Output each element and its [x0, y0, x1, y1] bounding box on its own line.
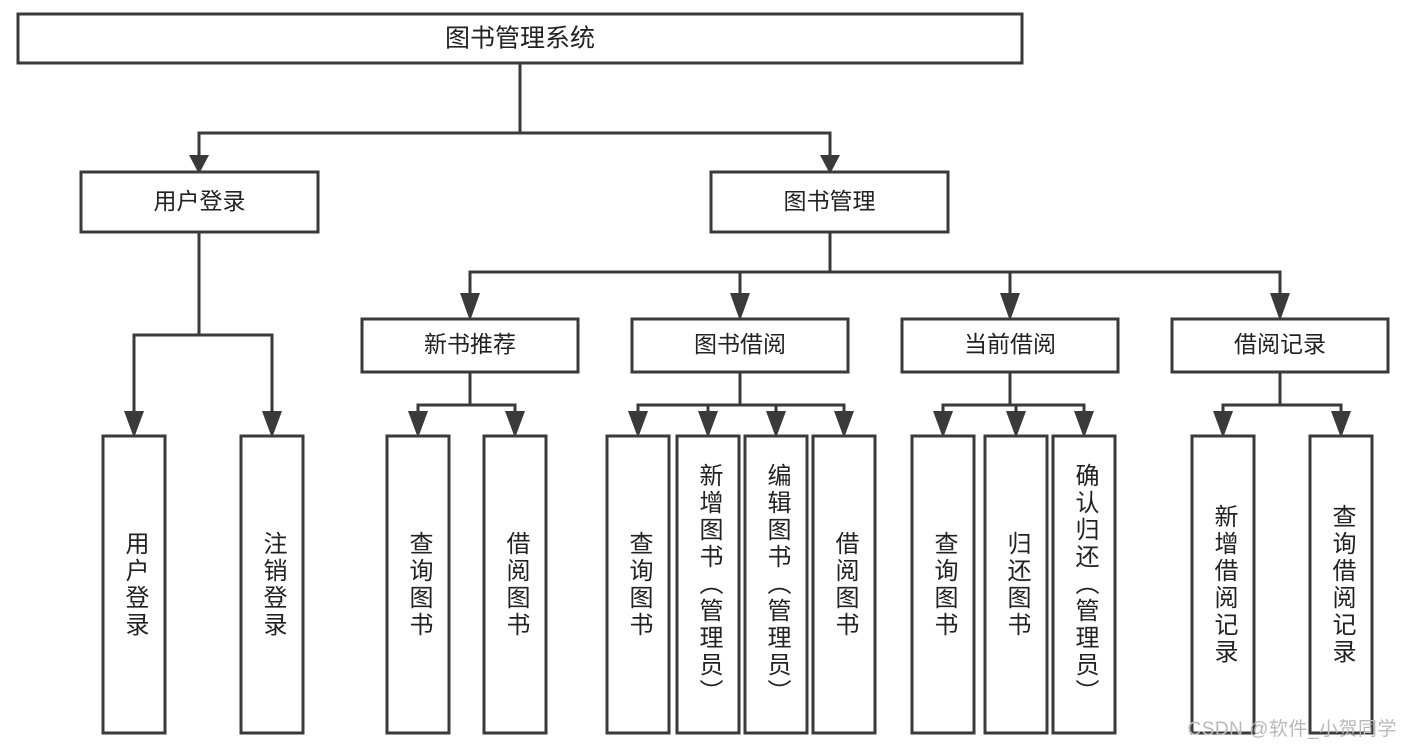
leaf-borrow-book-1-box[interactable]	[482, 434, 548, 735]
node-new-book-recommend-label: 新书推荐	[424, 331, 516, 357]
node-current-borrow-label: 当前借阅	[964, 331, 1056, 357]
connector-bookmanage-bus	[468, 230, 1282, 298]
arrowhead-book-borrow	[730, 293, 750, 321]
node-new-book-recommend-box[interactable]	[360, 317, 580, 374]
connector-bookborrow-bus	[636, 370, 846, 416]
leaf-edit-book-box[interactable]	[743, 434, 809, 735]
node-new-book-recommend[interactable]: 新书推荐	[360, 317, 580, 374]
arrowhead-leaf-logout	[262, 411, 282, 438]
node-borrow-record-label: 借阅记录	[1234, 331, 1326, 357]
arrowhead-leaf-query-record	[1331, 411, 1351, 438]
node-user-login-box[interactable]	[79, 170, 320, 234]
node-root-box[interactable]	[16, 12, 1024, 65]
watermark-text: CSDN @软件_小贺同学	[1187, 719, 1397, 740]
leaf-logout-box[interactable]	[239, 434, 305, 735]
node-borrow-record[interactable]: 借阅记录	[1170, 317, 1390, 374]
arrowhead-book-manage	[820, 155, 840, 174]
leaf-borrow-book-2-box[interactable]	[811, 434, 877, 735]
node-book-borrow[interactable]: 图书借阅	[630, 317, 850, 374]
node-current-borrow-box[interactable]	[900, 317, 1120, 374]
leaf-query-book-3-box[interactable]	[910, 434, 976, 735]
arrowhead-leaf-confirm-return	[1074, 411, 1094, 438]
leaf-box-layer	[101, 434, 1374, 735]
leaf-query-book-2-box[interactable]	[605, 434, 671, 735]
arrowhead-leaf-query-book-2	[628, 411, 648, 438]
node-book-manage-box[interactable]	[709, 170, 950, 234]
arrowhead-layer	[124, 155, 1351, 438]
node-current-borrow[interactable]: 当前借阅	[900, 317, 1120, 374]
node-user-login[interactable]: 用户登录	[79, 170, 320, 234]
arrowhead-user-login	[189, 155, 209, 174]
arrowhead-leaf-borrow-book-1	[505, 411, 525, 438]
connector-borrowrecord-bus	[1221, 370, 1343, 416]
arrowhead-new-book-recommend	[460, 293, 480, 321]
connector-root-bus	[197, 61, 832, 160]
node-root[interactable]: 图书管理系统	[16, 12, 1024, 65]
arrowhead-leaf-query-book-3	[933, 411, 953, 438]
node-book-manage[interactable]: 图书管理	[709, 170, 950, 234]
arrowhead-leaf-query-book-1	[408, 411, 428, 438]
node-book-borrow-label: 图书借阅	[694, 331, 786, 357]
connector-newbook-bus	[416, 370, 517, 416]
leaf-confirm-return-box[interactable]	[1051, 434, 1117, 735]
node-book-borrow-box[interactable]	[630, 317, 850, 374]
arrowhead-leaf-add-book	[698, 411, 718, 438]
arrowhead-borrow-record	[1270, 293, 1290, 321]
node-root-label: 图书管理系统	[445, 25, 595, 53]
node-book-manage-label: 图书管理	[784, 188, 876, 214]
node-user-login-label: 用户登录	[154, 188, 246, 214]
leaf-query-book-1-box[interactable]	[385, 434, 451, 735]
leaf-return-book-box[interactable]	[983, 434, 1049, 735]
leaf-add-record-box[interactable]	[1190, 434, 1256, 735]
arrowhead-leaf-edit-book	[766, 411, 786, 438]
arrowhead-leaf-return-book	[1006, 411, 1026, 438]
node-borrow-record-box[interactable]	[1170, 317, 1390, 374]
arrowhead-leaf-user-login	[124, 411, 144, 438]
leaf-add-book-box[interactable]	[675, 434, 741, 735]
leaf-query-record-box[interactable]	[1308, 434, 1374, 735]
connector-layer	[132, 61, 1343, 416]
connector-userlogin-bus	[132, 230, 274, 416]
connector-currentborrow-bus	[941, 370, 1086, 416]
arrowhead-current-borrow	[1000, 293, 1020, 321]
leaf-user-login-box[interactable]	[101, 434, 167, 735]
arrowhead-leaf-borrow-book-2	[834, 411, 854, 438]
arrowhead-leaf-add-record	[1213, 411, 1233, 438]
